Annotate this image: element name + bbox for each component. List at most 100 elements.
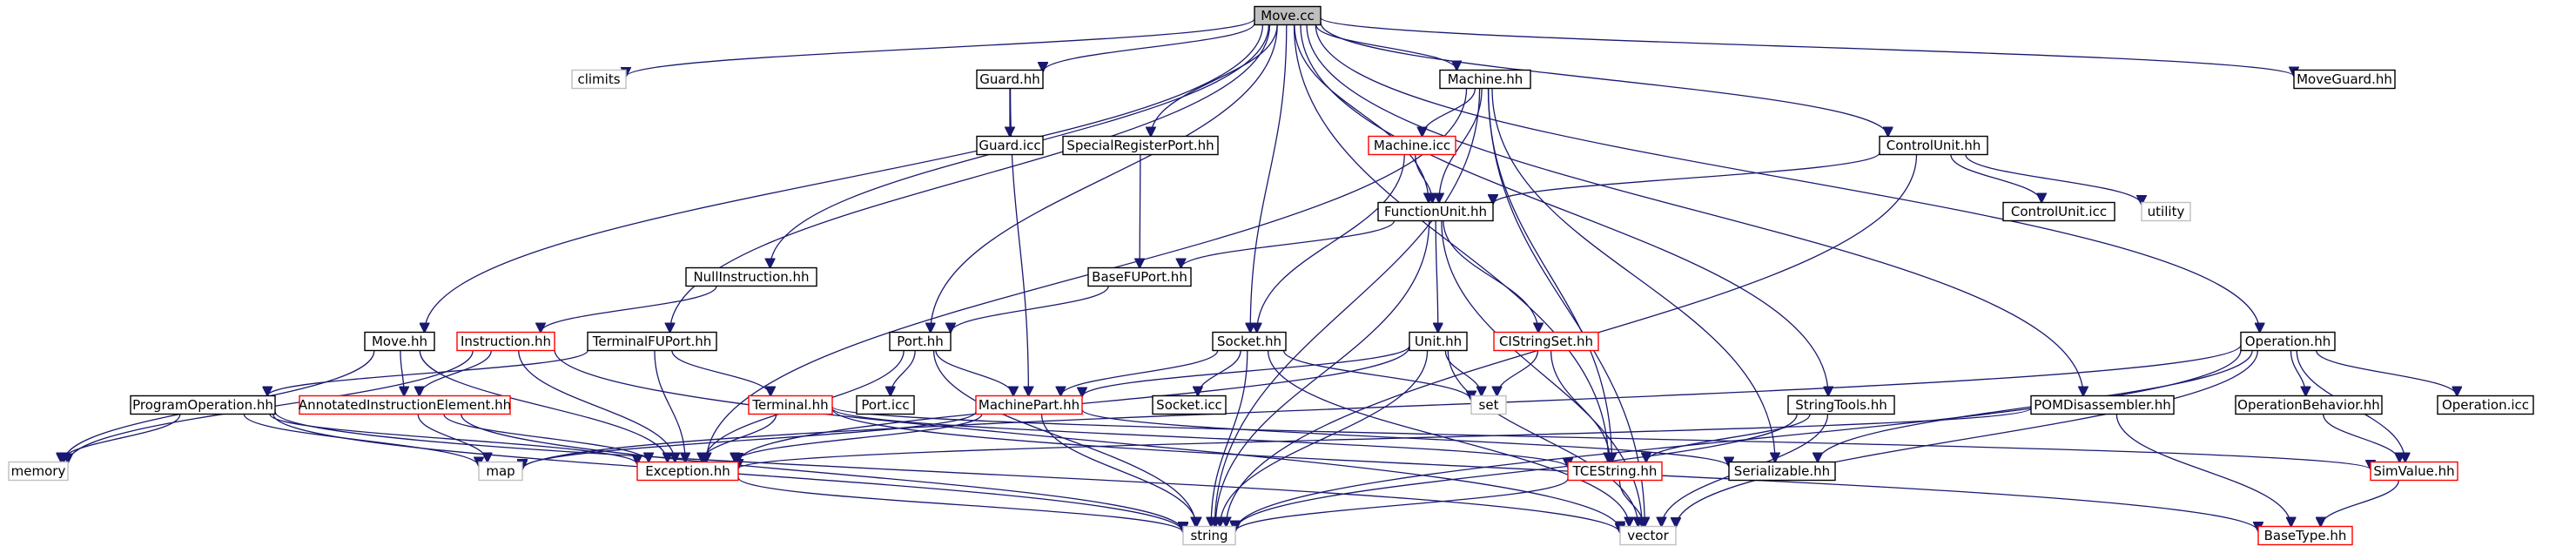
edge-tcestring_hh-to-string	[1235, 478, 1569, 532]
node-box	[1567, 461, 1663, 482]
node-socket_hh[interactable]: Socket.hh	[1212, 331, 1287, 352]
edge-socket_hh-to-vector	[1267, 350, 1630, 527]
node-box	[889, 331, 952, 352]
node-label: memory	[11, 463, 66, 479]
edge-stringtools_hh-to-string	[1235, 414, 1798, 530]
edge-port_hh-to-port_icc	[891, 350, 916, 396]
edge-move_cc-to-stringtools_hh	[1300, 24, 1828, 396]
node-cistringset_hh[interactable]: CIStringSet.hh	[1493, 331, 1599, 352]
node-label: SpecialRegisterPort.hh	[1066, 138, 1214, 153]
edge-annotatedinstructionelement_hh-to-string	[461, 414, 1183, 532]
node-machine_icc[interactable]: Machine.icc	[1368, 135, 1456, 156]
node-label: FunctionUnit.hh	[1384, 204, 1487, 219]
node-label: Guard.hh	[979, 71, 1040, 87]
node-label: Port.hh	[897, 334, 944, 349]
node-moveguard_hh[interactable]: MoveGuard.hh	[2293, 69, 2396, 90]
node-machinepart_hh[interactable]: MachinePart.hh	[975, 395, 1083, 415]
node-instruction_hh[interactable]: Instruction.hh	[456, 331, 555, 352]
node-label: Operation.hh	[2245, 334, 2331, 349]
node-machine_hh[interactable]: Machine.hh	[1439, 69, 1531, 90]
edge-functionunit_hh-to-string	[1215, 220, 1430, 527]
edge-move_cc-to-socket_hh	[1250, 24, 1288, 333]
edge-move_cc-to-machine_hh	[1315, 24, 1457, 71]
edge-tcestring_hh-to-vector	[1618, 480, 1643, 527]
node-stringtools_hh[interactable]: StringTools.hh	[1787, 395, 1895, 415]
edge-programoperation_hh-to-exception_hh	[269, 414, 637, 465]
node-label: AnnotatedInstructionElement.hh	[299, 397, 511, 413]
edge-machine_icc-to-socket_hh	[1257, 154, 1405, 333]
node-guard_icc[interactable]: Guard.icc	[976, 135, 1044, 156]
node-operation_hh[interactable]: Operation.hh	[2240, 331, 2336, 352]
edge-port_hh-to-machinepart_hh	[935, 350, 1013, 396]
node-move_cc[interactable]: Move.cc	[1254, 5, 1322, 26]
node-functionunit_hh[interactable]: FunctionUnit.hh	[1377, 201, 1494, 222]
node-box	[1087, 266, 1192, 287]
node-label: vector	[1627, 528, 1669, 543]
node-port_hh[interactable]: Port.hh	[889, 331, 952, 352]
node-box	[2293, 69, 2396, 90]
edge-programoperation_hh-to-memory	[61, 414, 181, 462]
node-label: Move.cc	[1261, 8, 1315, 24]
edge-operationbehavior_hh-to-simvalue_hh	[2323, 414, 2400, 462]
edge-terminalfuport_hh-to-programoperation_hh	[267, 350, 589, 396]
node-box	[2240, 331, 2336, 352]
node-basefuport_hh[interactable]: BaseFUPort.hh	[1087, 266, 1192, 287]
node-exception_hh[interactable]: Exception.hh	[636, 461, 739, 482]
node-annotatedinstructionelement_hh[interactable]: AnnotatedInstructionElement.hh	[299, 395, 511, 415]
node-box	[571, 69, 627, 90]
edge-unit_hh-to-machinepart_hh	[1082, 345, 1410, 396]
edge-socket_hh-to-set	[1282, 350, 1471, 401]
node-box	[856, 395, 915, 415]
edge-move_cc-to-climits	[626, 17, 1255, 78]
edge-cistringset_hh-to-tcestring_hh	[1550, 350, 1611, 462]
node-pomdisassembler_hh[interactable]: POMDisassembler.hh	[2030, 395, 2175, 415]
node-label: Instruction.hh	[461, 334, 551, 349]
node-terminalfuport_hh[interactable]: TerminalFUPort.hh	[587, 331, 717, 352]
edge-machine_hh-to-exception_hh	[706, 88, 1468, 462]
node-label: Machine.icc	[1374, 138, 1450, 153]
node-unit_hh[interactable]: Unit.hh	[1409, 331, 1468, 352]
node-box	[976, 69, 1044, 90]
node-tcestring_hh[interactable]: TCEString.hh	[1567, 461, 1663, 482]
node-operationbehavior_hh[interactable]: OperationBehavior.hh	[2235, 395, 2383, 415]
edge-instruction_hh-to-exception_hh	[518, 350, 676, 462]
node-box	[1254, 5, 1322, 26]
node-controlunit_hh[interactable]: ControlUnit.hh	[1879, 135, 1988, 156]
node-terminal_hh[interactable]: Terminal.hh	[748, 395, 833, 415]
node-label: StringTools.hh	[1795, 397, 1887, 413]
edge-socket_hh-to-string	[1211, 350, 1248, 527]
edge-move_cc-to-port_hh	[931, 24, 1278, 333]
node-operation_icc[interactable]: Operation.icc	[2437, 395, 2534, 415]
edge-stringtools_hh-to-tcestring_hh	[1646, 414, 1811, 462]
node-label: TCEString.hh	[1572, 463, 1658, 479]
node-nullinstruction_hh[interactable]: NullInstruction.hh	[685, 266, 817, 287]
edge-operation_hh-to-map	[522, 344, 2242, 469]
node-socket_icc[interactable]: Socket.icc	[1152, 395, 1227, 415]
edge-instruction_hh-to-vector	[554, 349, 1620, 531]
node-programoperation_hh[interactable]: ProgramOperation.hh	[130, 395, 276, 415]
node-move_hh[interactable]: Move.hh	[364, 331, 435, 352]
node-controlunit_icc[interactable]: ControlUnit.icc	[2002, 201, 2115, 222]
node-box	[130, 395, 276, 415]
node-guard_hh[interactable]: Guard.hh	[976, 69, 1044, 90]
node-box	[636, 461, 739, 482]
edge-move_hh-to-annotatedinstructionelement_hh	[400, 350, 404, 396]
edge-machinepart_hh-to-exception_hh	[735, 414, 983, 462]
node-box	[2437, 395, 2534, 415]
edge-machine_hh-to-serializable_hh	[1491, 88, 1775, 462]
node-basetype_hh[interactable]: BaseType.hh	[2257, 525, 2353, 546]
node-port_icc[interactable]: Port.icc	[856, 395, 915, 415]
node-box	[1728, 461, 1836, 482]
node-serializable_hh[interactable]: Serializable.hh	[1728, 461, 1836, 482]
node-box	[364, 331, 435, 352]
node-box	[1377, 201, 1494, 222]
node-box	[1182, 525, 1236, 546]
node-label: Guard.icc	[979, 138, 1040, 153]
edge-annotatedinstructionelement_hh-to-map	[417, 414, 488, 462]
edge-programoperation_hh-to-vector	[274, 411, 1620, 534]
edge-pomdisassembler_hh-to-exception_hh	[738, 408, 2032, 469]
node-simvalue_hh[interactable]: SimValue.hh	[2370, 461, 2458, 482]
node-specialregisterport_hh[interactable]: SpecialRegisterPort.hh	[1062, 135, 1219, 156]
edge-terminal_hh-to-exception_hh	[702, 414, 777, 462]
edge-pomdisassembler_hh-to-basetype_hh	[2115, 414, 2290, 527]
